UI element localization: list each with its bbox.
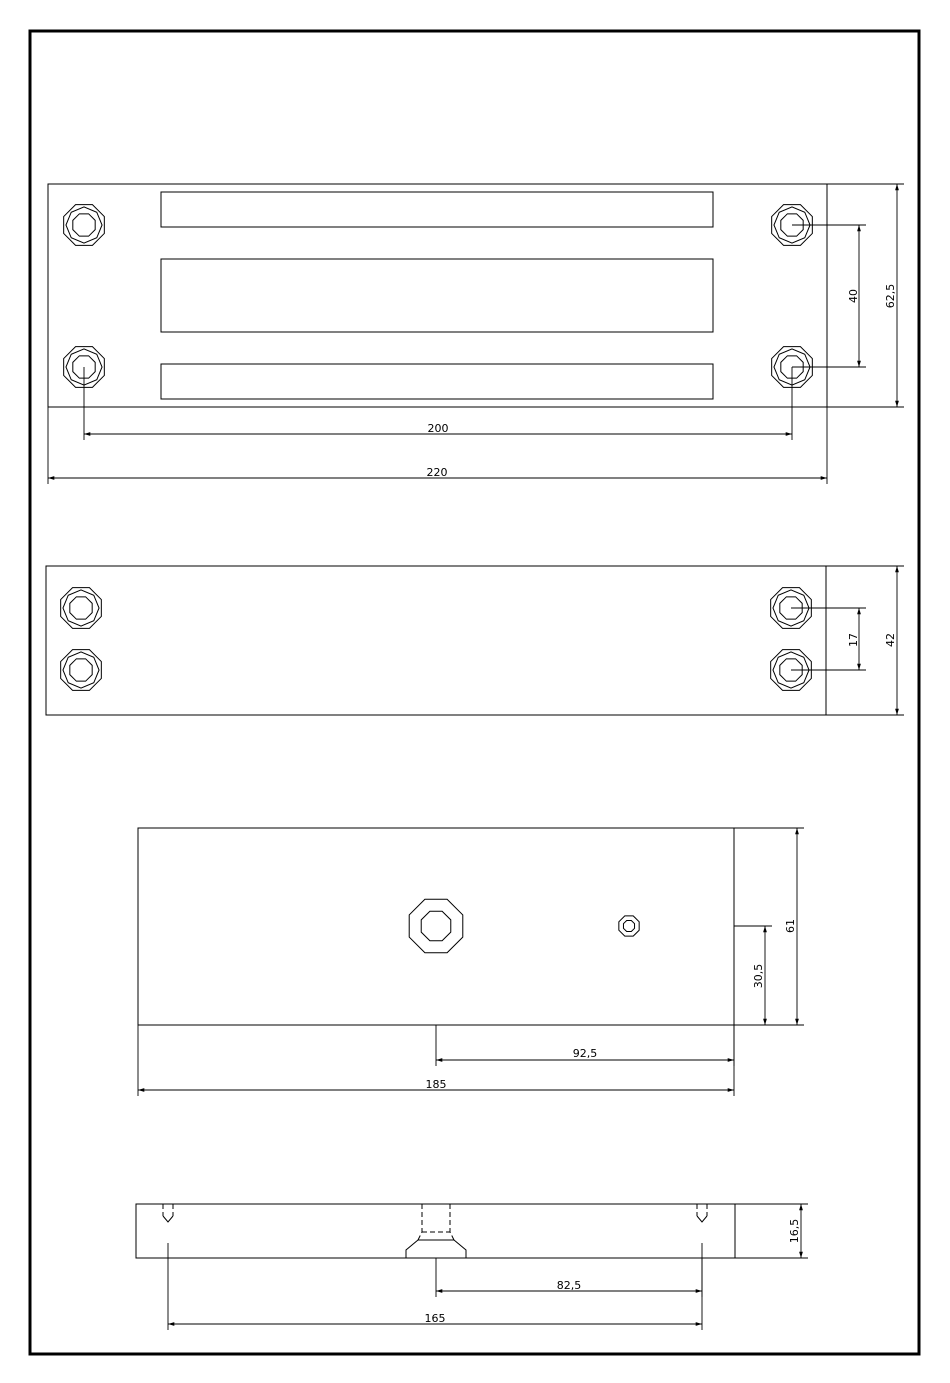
section-view: 82,5 165 16,5 (136, 1204, 808, 1330)
dimension-label: 40 (847, 289, 860, 303)
middle-view: 17 42 (46, 566, 904, 715)
dimension-17: 17 (791, 608, 866, 670)
dimension-label: 61 (784, 919, 797, 933)
top-view-slot-lower (161, 364, 713, 399)
large-hole-icon (409, 899, 463, 953)
dimension-label: 16,5 (788, 1219, 801, 1244)
dimension-label: 30,5 (752, 964, 765, 989)
dimension-label: 165 (425, 1312, 446, 1325)
dimension-label: 17 (847, 633, 860, 647)
dimension-165: 165 (168, 1258, 702, 1330)
small-hole-icon (619, 916, 639, 936)
top-view: 200 220 40 62,5 (48, 184, 904, 484)
dimension-label: 92,5 (573, 1047, 598, 1060)
bolt-hole-icon (61, 650, 102, 691)
dimension-label: 200 (428, 422, 449, 435)
plate-view: 92,5 185 30,5 61 (138, 828, 804, 1096)
dimension-40: 40 (792, 225, 866, 367)
top-view-slot-center (161, 259, 713, 332)
dimension-200: 200 (84, 367, 792, 440)
dimension-92-5: 92,5 (436, 1025, 734, 1066)
bolt-hole-icon (64, 205, 105, 246)
pin-hole-icon (697, 1204, 707, 1258)
sheet-border (30, 31, 919, 1354)
middle-view-outline (46, 566, 826, 715)
dimension-82-5: 82,5 (436, 1258, 702, 1297)
countersunk-hole-icon (406, 1204, 466, 1258)
dimension-label: 62,5 (884, 284, 897, 309)
top-view-outline (48, 184, 827, 407)
top-view-slot-upper (161, 192, 713, 227)
dimension-label: 220 (427, 466, 448, 479)
plate-view-outline (138, 828, 734, 1025)
dimension-61: 61 (734, 828, 804, 1025)
dimension-220: 220 (48, 407, 827, 484)
section-view-outline (136, 1204, 735, 1258)
dimension-label: 42 (884, 633, 897, 647)
dimension-16-5: 16,5 (735, 1204, 808, 1258)
pin-hole-icon (163, 1204, 173, 1258)
dimension-42: 42 (826, 566, 904, 715)
dimension-label: 185 (426, 1078, 447, 1091)
bolt-hole-icon (61, 588, 102, 629)
dimension-label: 82,5 (557, 1279, 582, 1292)
dimension-62-5: 62,5 (827, 184, 904, 407)
dimension-30-5: 30,5 (734, 926, 772, 1025)
